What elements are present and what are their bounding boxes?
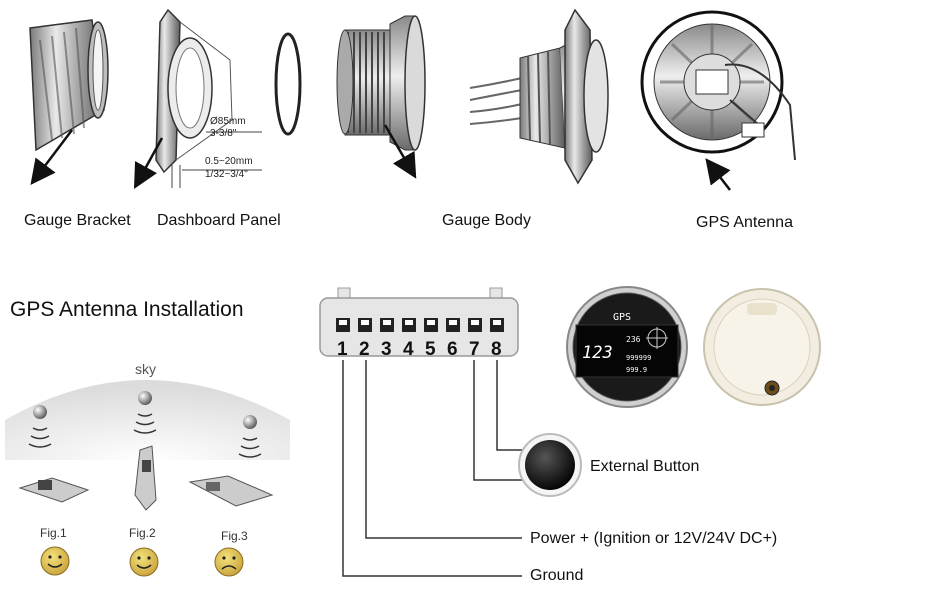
button-wire-b bbox=[496, 360, 535, 451]
connector: 1 2 3 4 5 6 7 8 bbox=[319, 287, 519, 360]
pin-5: 5 bbox=[425, 339, 436, 360]
satellite-3 bbox=[243, 415, 257, 429]
dashboard-panel-drawing: Ø85mm 3-3/8" 0.5~20mm 1/32~3/4" bbox=[133, 8, 262, 189]
happy-face-icon bbox=[40, 546, 70, 576]
wiring bbox=[342, 360, 535, 577]
dashboard-panel-label: Dashboard Panel bbox=[157, 212, 281, 229]
gauge-trip-readout: 999.9 bbox=[626, 366, 647, 374]
pin-6: 6 bbox=[447, 339, 458, 360]
fig3-antenna bbox=[188, 475, 274, 507]
o-ring-drawing bbox=[274, 32, 302, 136]
dim-thickness-in: 1/32~3/4" bbox=[205, 169, 248, 180]
sky-dome: sky bbox=[5, 361, 290, 460]
dim-diameter-in: 3-3/8" bbox=[210, 128, 237, 139]
power-wire bbox=[365, 360, 522, 539]
fig1-antenna bbox=[18, 477, 90, 503]
dim-thickness-mm: 0.5~20mm bbox=[205, 156, 253, 167]
pin-2: 2 bbox=[359, 339, 370, 360]
satellite-2 bbox=[138, 391, 152, 405]
installation-title: GPS Antenna Installation bbox=[10, 298, 244, 321]
gps-antenna-drawing bbox=[640, 10, 796, 191]
pin-3: 3 bbox=[381, 339, 392, 360]
happy-face-icon bbox=[129, 547, 159, 577]
gauge-brand-label: GPS bbox=[613, 312, 631, 323]
sky-label: sky bbox=[135, 361, 156, 377]
fig3-label: Fig.3 bbox=[221, 529, 248, 543]
gauge-bracket-label: Gauge Bracket bbox=[24, 212, 131, 229]
ground-label: Ground bbox=[530, 567, 584, 584]
gauge-back bbox=[703, 288, 821, 406]
ground-wire bbox=[342, 360, 522, 577]
pin-7: 7 bbox=[469, 339, 480, 360]
satellite-1 bbox=[33, 405, 47, 419]
gauge-odo-readout: 999999 bbox=[626, 354, 651, 362]
antenna-orientations bbox=[18, 445, 274, 511]
button-wire-a bbox=[473, 360, 530, 481]
gps-antenna-label: GPS Antenna bbox=[696, 214, 793, 231]
smiley-faces bbox=[40, 546, 244, 577]
external-button-label: External Button bbox=[590, 458, 700, 475]
gauge-heading-readout: 236 bbox=[626, 335, 641, 344]
satellites bbox=[28, 391, 262, 458]
external-button-icon bbox=[518, 433, 582, 497]
connector-pin-sockets bbox=[336, 318, 504, 332]
antenna-arrow bbox=[705, 158, 731, 191]
body-arrow bbox=[383, 124, 417, 179]
fig2-label: Fig.2 bbox=[129, 526, 156, 540]
sad-face-icon bbox=[214, 547, 244, 577]
gps-gauge-face: GPS 123 236 999999 999.9 bbox=[566, 286, 688, 408]
panel-arrow bbox=[133, 137, 164, 189]
power-label: Power + (Ignition or 12V/24V DC+) bbox=[530, 530, 778, 547]
fig-labels: Fig.1 Fig.2 Fig.3 bbox=[40, 526, 248, 543]
bracket-arrow bbox=[30, 129, 73, 185]
gauge-speed-readout: 123 bbox=[582, 343, 613, 363]
gauge-body-drawing bbox=[336, 15, 426, 179]
fig1-label: Fig.1 bbox=[40, 526, 67, 540]
gauge-body-side-drawing bbox=[469, 8, 609, 185]
pin-1: 1 bbox=[337, 339, 348, 360]
pin-4: 4 bbox=[403, 339, 414, 360]
gauge-body-label: Gauge Body bbox=[442, 212, 531, 229]
gauge-bracket-drawing bbox=[29, 19, 109, 185]
dim-diameter-mm: Ø85mm bbox=[210, 116, 246, 127]
pin-8: 8 bbox=[491, 339, 502, 360]
